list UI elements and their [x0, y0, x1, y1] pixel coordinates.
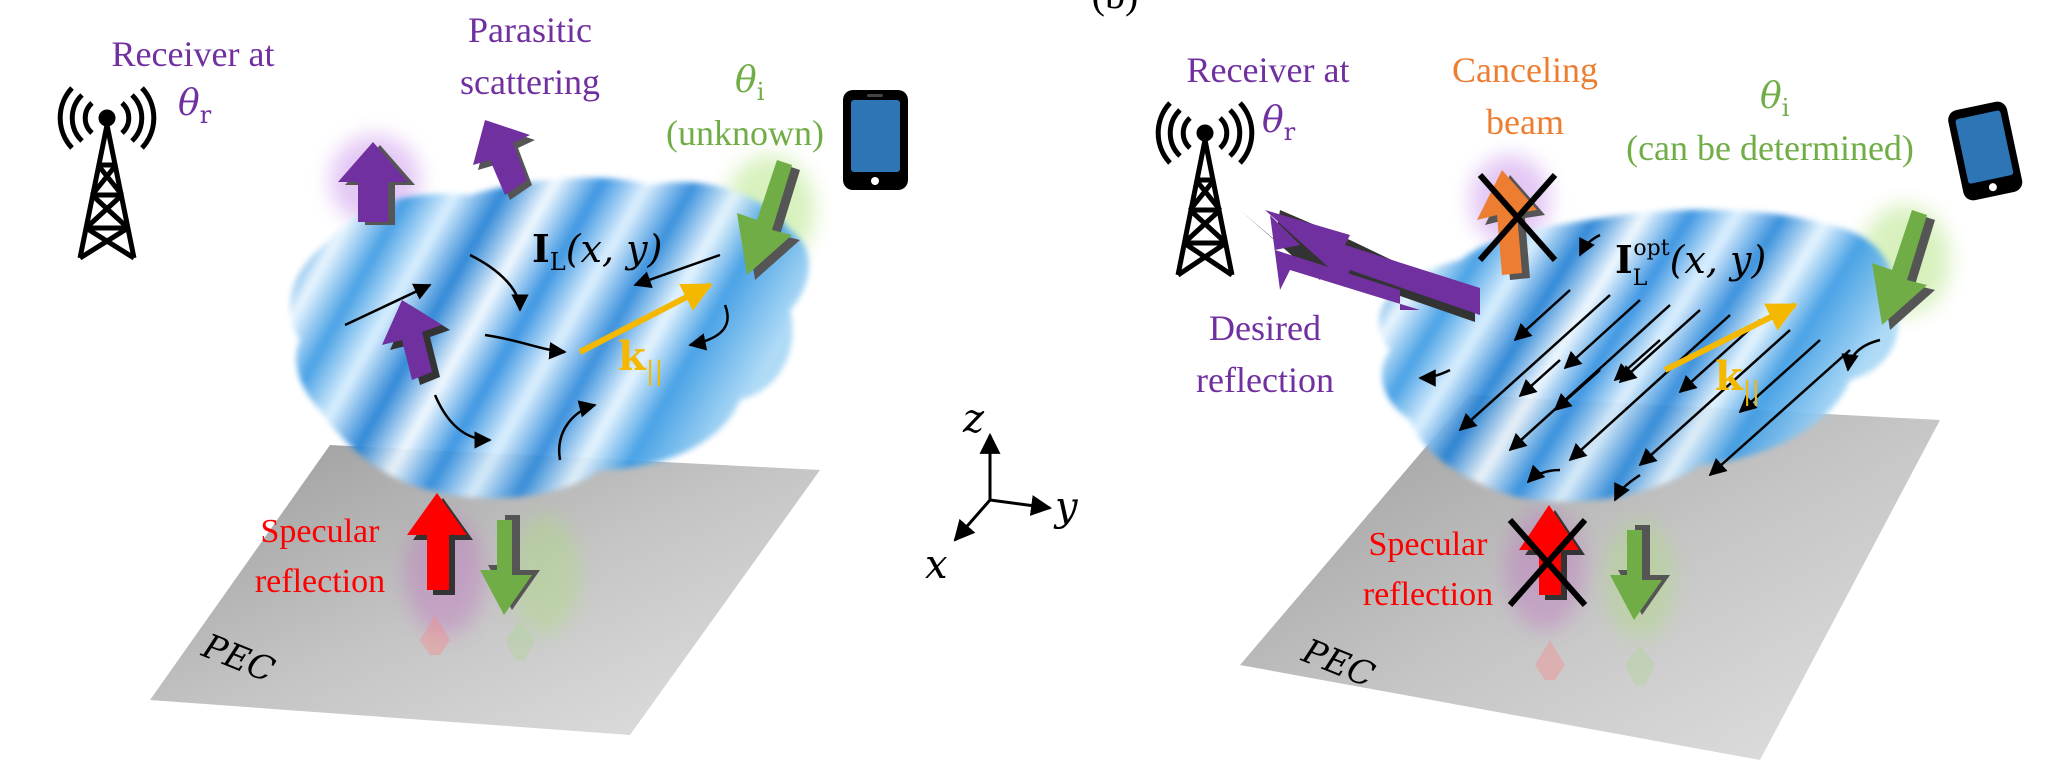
canceled-mark-icon: [1477, 173, 1558, 262]
desired-label-line2: reflection: [1196, 360, 1334, 400]
receiver-tower-icon: [1155, 101, 1255, 278]
current-label: IL(x, y): [532, 226, 662, 276]
desired-reflection-arrow: [1240, 210, 1480, 322]
receiver-tower-icon: [57, 86, 157, 261]
receiver-label: Receiver at: [1187, 50, 1350, 90]
transmitted-arrow: [1610, 525, 1670, 685]
incident-arrow: [737, 160, 800, 280]
incident-angle: θi: [735, 60, 765, 106]
specular-label-line1: Specular: [1369, 526, 1489, 563]
parasitic-scatter-arrow-3: [382, 300, 450, 385]
incident-arrow: [1872, 210, 1935, 330]
incident-label: (can be determined): [1626, 128, 1914, 168]
left-panel: PEC: [57, 10, 908, 735]
transmitted-arrow: [480, 515, 540, 660]
axis-x-label: x: [925, 542, 948, 588]
axis-z-label: z: [962, 396, 985, 442]
wavevector-label: k||: [1715, 353, 1760, 407]
panel-label: (b): [1092, 0, 1139, 17]
coordinate-axes: [953, 432, 1053, 542]
specular-label-line1: Specular: [261, 513, 381, 550]
parasitic-scatter-arrow-1: [338, 142, 415, 225]
current-label: ILopt(x, y): [1615, 236, 1766, 291]
metasurface-sheet: [290, 177, 809, 499]
wavevector-arrow: [578, 282, 713, 355]
parasitic-label-line2: scattering: [460, 62, 600, 102]
incident-angle: θi: [1760, 76, 1790, 122]
metasurface-sheet: [1378, 209, 1898, 502]
receiver-angle: θr: [178, 83, 212, 129]
specular-label-line2: reflection: [1363, 576, 1493, 613]
parasitic-label-line1: Parasitic: [468, 10, 592, 50]
canceling-label-line2: beam: [1486, 102, 1564, 142]
parasitic-scatter-arrow-2: [473, 120, 535, 200]
receiver-label: Receiver at: [112, 34, 275, 74]
pec-plate: [150, 445, 820, 735]
wavevector-arrow: [1663, 302, 1798, 373]
receiver-angle: θr: [1262, 100, 1296, 146]
desired-label-line1: Desired: [1209, 308, 1321, 348]
wavevector-label: k||: [618, 333, 663, 387]
current-flow-arrows: [344, 253, 729, 461]
canceling-label-line1: Canceling: [1452, 50, 1598, 90]
right-panel: PEC: [1155, 50, 2023, 760]
phone-icon: [1948, 101, 2023, 201]
axis-y-label: y: [1053, 484, 1079, 530]
canceled-mark-icon: [1507, 518, 1588, 607]
pec-plate: [1240, 395, 1940, 760]
specular-reflection-arrow: [407, 493, 473, 655]
current-flow-arrows: [1418, 233, 1881, 502]
incident-label: (unknown): [666, 113, 824, 153]
phone-icon: [843, 90, 908, 190]
specular-label-line2: reflection: [255, 563, 385, 600]
